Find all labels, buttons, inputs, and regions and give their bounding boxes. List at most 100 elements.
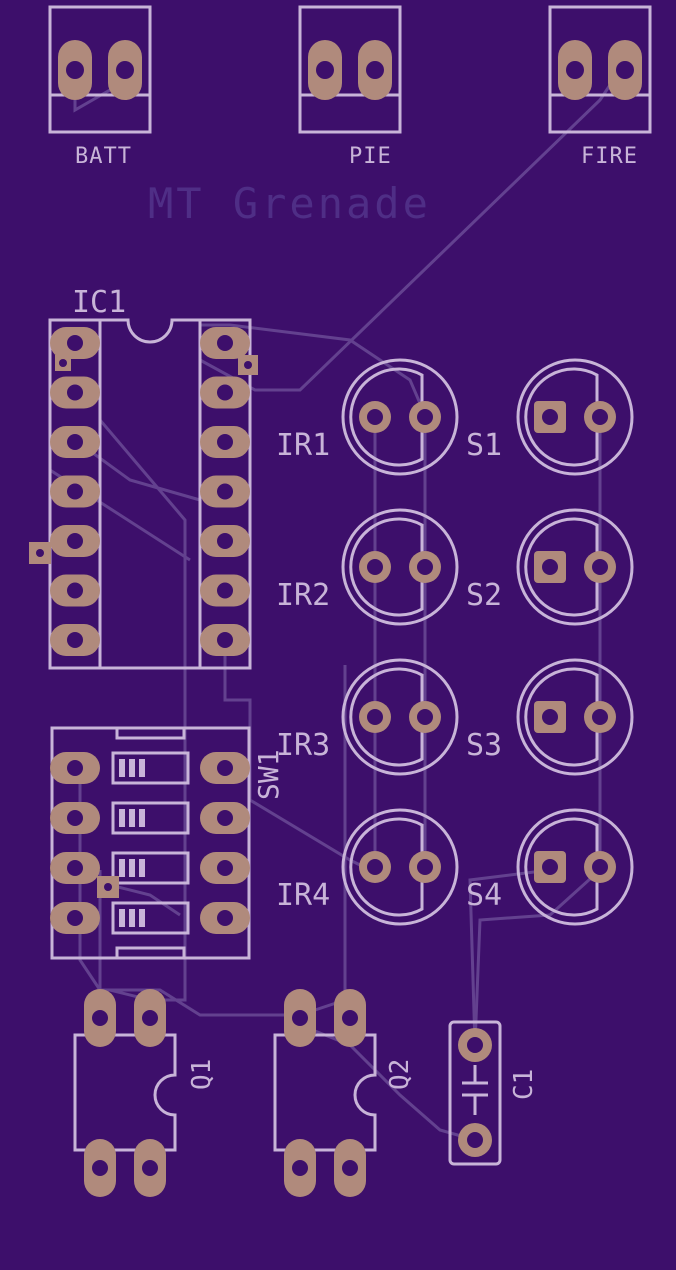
q2-pad-top-1-hole [292, 1010, 308, 1026]
ir3-flat [349, 667, 424, 767]
ic1-pad-right-2-hole [217, 384, 233, 401]
sw1-slot-mark [119, 909, 125, 927]
sw1-pad-right-2-hole [217, 810, 233, 826]
sw1-slot-3 [111, 851, 190, 885]
sw1-slot-mark [119, 809, 125, 827]
s1-pad-2-hole [592, 409, 608, 425]
s1-label: S1 [466, 428, 502, 463]
s3-pad-2-hole [592, 709, 608, 725]
ic1-pads [50, 327, 250, 656]
sw1-slot-4 [111, 901, 190, 935]
ir2-label: IR2 [276, 578, 330, 613]
sw1-slot-mark [139, 859, 145, 877]
sw1-slot-mark [129, 859, 135, 877]
s4-outline [516, 808, 634, 926]
sw1-pad-left-1-hole [67, 760, 83, 776]
s2-outline [516, 508, 634, 626]
ic1-pad-right-7-hole [217, 632, 233, 648]
s4-flat [524, 817, 599, 917]
s1-flat [524, 367, 599, 467]
sw1-slot-mark [129, 909, 135, 927]
ic1-pad-left-2-hole [67, 384, 83, 401]
ic1-label: IC1 [72, 285, 126, 320]
q1-pad-bottom-2-hole [142, 1160, 158, 1176]
s2-pad-2-hole [592, 559, 608, 575]
connector-label-pie: PIE [349, 144, 392, 169]
ir3-label: IR3 [276, 728, 330, 763]
ir1-pad-2-hole [417, 409, 433, 425]
s2-flat [524, 517, 599, 617]
ir2-outline [341, 508, 459, 626]
q2-pad-top-2-hole [342, 1010, 358, 1026]
ir3-pad-1-hole [367, 709, 383, 725]
ic1-pad-right-3-hole [217, 434, 233, 450]
q1-label: Q1 [187, 1059, 217, 1090]
sw1-pad-left-3-hole [67, 860, 83, 876]
board-title: MT Grenade [148, 179, 431, 228]
s4-pad-2-hole [592, 859, 608, 875]
s3-label: S3 [466, 728, 502, 763]
connector-label-fire: FIRE [581, 144, 638, 169]
ic1-pad-left-7-hole [67, 632, 83, 648]
ir4-flat [349, 817, 424, 917]
sw1-slot-mark [129, 759, 135, 777]
s4-label: S4 [466, 878, 502, 913]
ir3-pad-2-hole [417, 709, 433, 725]
sw1-pad-right-4-hole [217, 910, 233, 926]
sw1-slot-mark [119, 859, 125, 877]
ir1-outline [341, 358, 459, 476]
q2-pad-bottom-2-hole [342, 1160, 358, 1176]
ir4-label: IR4 [276, 878, 330, 913]
ic1-pad-left-3-hole [67, 434, 83, 450]
ir2-pad-2-hole [417, 559, 433, 575]
q1-pad-top-1-hole [92, 1010, 108, 1026]
sw1-slot-mark [139, 909, 145, 927]
ir4-pad-1-hole [367, 859, 383, 875]
sw1-pad-left-4-hole [67, 910, 83, 926]
sw1-slot-mark [139, 809, 145, 827]
c1-pads [458, 1028, 492, 1157]
s1-outline [516, 358, 634, 476]
q1-outline[interactable] [73, 1033, 177, 1152]
sw1-slot-mark [139, 759, 145, 777]
transistor-pads [84, 989, 366, 1197]
ir4-outline [341, 808, 459, 926]
ic1-outline[interactable] [48, 318, 252, 670]
sw1-outline[interactable] [50, 726, 251, 960]
q2-outline[interactable] [273, 1033, 377, 1152]
ic1-pad-right-5-hole [217, 533, 233, 549]
connector-pads [58, 40, 642, 100]
ir2-pad-1-hole [367, 559, 383, 575]
c1-outline[interactable] [448, 1020, 502, 1166]
q2-label: Q2 [385, 1059, 415, 1090]
sw1-slot-1 [111, 751, 190, 785]
ic1-pad-right-4-hole [217, 483, 233, 500]
sw1-pad-right-1-hole [217, 760, 233, 776]
ir3-outline [341, 658, 459, 776]
s3-flat [524, 667, 599, 767]
q2-pad-bottom-1-hole [292, 1160, 308, 1176]
sw1-pad-right-3-hole [217, 860, 233, 876]
ic1-pad-right-6-hole [217, 582, 233, 599]
ir4-pad-2-hole [417, 859, 433, 875]
sw1-pads [50, 751, 250, 935]
sw1-label: SW1 [252, 749, 285, 800]
s4-pad-1-hole [542, 859, 558, 875]
sw1-slot-mark [129, 809, 135, 827]
ir1-flat [349, 367, 424, 467]
sw1-slot-2 [111, 801, 190, 835]
ic1-pad-left-1-hole [67, 335, 83, 351]
q1-pad-top-2-hole [142, 1010, 158, 1026]
s2-pad-1-hole [542, 559, 558, 575]
s1-pad-1-hole [542, 409, 558, 425]
ic1-pad-right-1-hole [217, 335, 233, 351]
ir1-label: IR1 [276, 428, 330, 463]
s2-label: S2 [466, 578, 502, 613]
s3-outline [516, 658, 634, 776]
led-sensor-array [341, 358, 634, 926]
sw1-pad-left-2-hole [67, 810, 83, 826]
ir1-pad-1-hole [367, 409, 383, 425]
sw1-slot-mark [119, 759, 125, 777]
